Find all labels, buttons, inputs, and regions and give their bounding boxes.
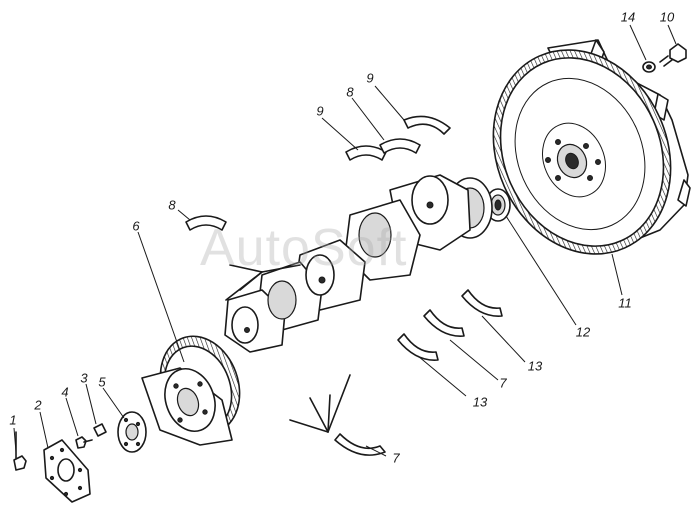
callout-7-upper: 7 [499, 375, 507, 391]
leader-lines [13, 24, 677, 457]
lock-washer [93, 423, 107, 437]
callout-4: 4 [61, 384, 69, 400]
callout-13-upper: 13 [527, 358, 543, 374]
callout-5: 5 [98, 374, 106, 390]
callout-8-upper: 8 [346, 84, 354, 100]
flywheel-bolt [659, 43, 687, 67]
callout-7-lower: 7 [392, 450, 400, 466]
front-bolt [13, 431, 27, 471]
flywheel [492, 39, 691, 255]
callout-9-right: 9 [366, 70, 374, 86]
crankshaft [224, 174, 493, 353]
callout-12: 12 [575, 324, 591, 340]
bolt-small [75, 436, 93, 449]
watermark: AutoSoft [200, 219, 408, 277]
callout-1: 1 [9, 412, 17, 428]
callout-14: 14 [620, 9, 636, 25]
bearing-shells [185, 115, 503, 456]
callout-9-left: 9 [316, 103, 324, 119]
bolt-washer [642, 61, 656, 73]
callout-2: 2 [34, 397, 42, 413]
callout-3: 3 [80, 370, 88, 386]
callout-11: 11 [618, 295, 632, 311]
callout-6: 6 [132, 218, 140, 234]
pulley-hub [117, 411, 147, 453]
callout-10: 10 [659, 9, 675, 25]
crankshaft-gear [141, 335, 241, 446]
callout-13-lower: 13 [472, 394, 488, 410]
callout-8-lower: 8 [168, 197, 176, 213]
assembly-arrows [225, 264, 351, 433]
gasket-plate [43, 439, 91, 503]
